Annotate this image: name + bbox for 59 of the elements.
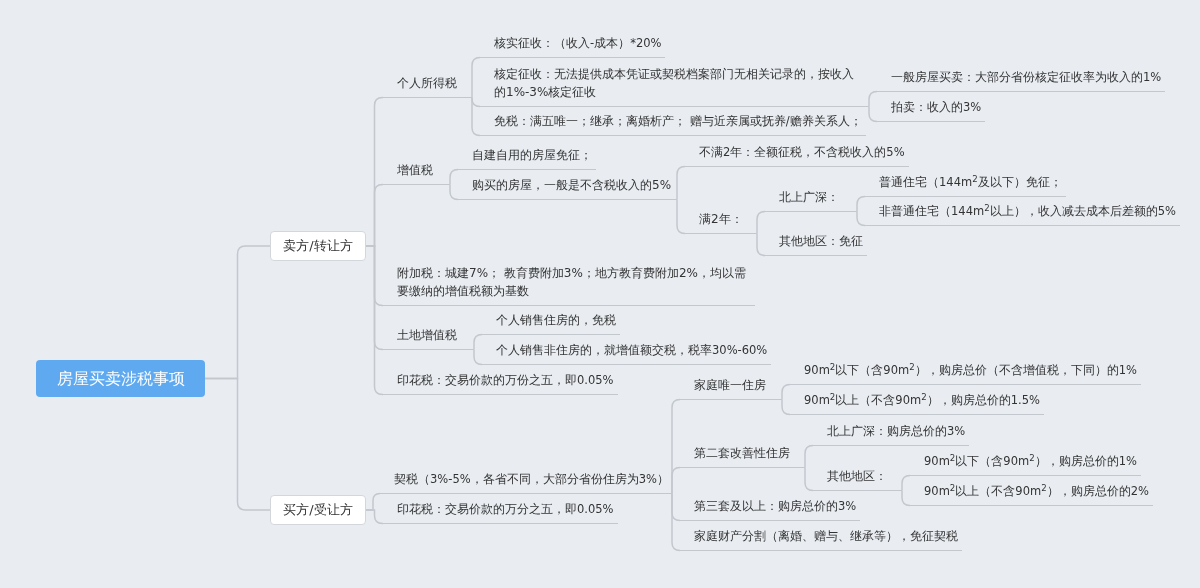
subtopic: 其他地区：免征 [765, 232, 867, 256]
subtopic: 北上广深： [765, 188, 857, 212]
subtopic: 个人所得税 [383, 74, 472, 98]
topic-box: 卖方/转让方 [270, 231, 366, 261]
connector-line [449, 168, 459, 186]
subtopic: 90m$^{2}$以上（不含90m$^{2}$），购房总价的1.5% [790, 391, 1044, 415]
subtopic: 附加税：城建7%； 教育费附加3%；地方教育费附加2%，均以需要缴纳的增值税额为基数 [383, 264, 755, 306]
connector-line [449, 183, 459, 201]
subtopic: 契税（3%-5%，各省不同，大部分省份住房为3%） [380, 470, 672, 494]
connector-line [868, 90, 878, 108]
connector-line [671, 466, 681, 495]
connector-line [868, 105, 878, 123]
subtopic: 90m$^{2}$以下（含90m$^{2}$），购房总价的1% [910, 452, 1141, 476]
connector-line [804, 444, 814, 469]
subtopic: 北上广深：购房总价的3% [813, 422, 970, 446]
subtopic: 印花税：交易价款的万份之五，即0.05% [383, 371, 618, 395]
root-topic: 房屋买卖涉税事项 [36, 360, 205, 397]
connector-line [856, 210, 866, 227]
connector-line [676, 165, 686, 201]
connector-line [473, 333, 483, 351]
connector-line [901, 474, 911, 492]
connector-line [676, 198, 686, 235]
topic-box: 买方/受让方 [270, 495, 366, 525]
subtopic: 购买的房屋，一般是不含税收入的5% [458, 176, 677, 200]
subtopic: 增值税 [383, 161, 450, 185]
connector-line [781, 398, 791, 416]
connector-line [471, 96, 481, 137]
subtopic: 土地增值税 [383, 326, 474, 350]
connector-line [365, 509, 384, 525]
connector-line [473, 348, 483, 366]
subtopic: 满2年： [685, 210, 757, 234]
subtopic: 个人销售住房的，免税 [482, 311, 620, 335]
subtopic: 第三套及以上：购房总价的3% [680, 497, 861, 521]
connector-line [671, 492, 681, 552]
subtopic: 拍卖：收入的3% [877, 98, 986, 122]
subtopic: 一般房屋买卖：大部分省份核定征收率为收入的1% [877, 68, 1166, 92]
connector-line [781, 383, 791, 401]
subtopic: 90m$^{2}$以上（不含90m$^{2}$），购房总价的2% [910, 482, 1153, 506]
subtopic: 印花税：交易价款的万分之五，即0.05% [383, 500, 618, 524]
subtopic: 家庭唯一住房 [680, 376, 782, 400]
connector-line [756, 210, 766, 235]
subtopic: 核实征收：（收入-成本）*20% [480, 34, 666, 58]
subtopic: 普通住宅（144m$^{2}$及以下）免征； [865, 173, 1066, 197]
subtopic: 其他地区： [813, 467, 902, 491]
subtopic: 免税：满五唯一；继承；离婚析产； 赠与近亲属或抚养/赡养关系人； [480, 112, 866, 136]
subtopic: 自建自用的房屋免征； [458, 146, 596, 170]
subtopic: 不满2年：全额征税，不含税收入的5% [685, 143, 909, 167]
subtopic: 核定征收：无法提供成本凭证或契税档案部门无相关记录的，按收入的1%-3%核定征收 [480, 65, 869, 107]
connector-line [471, 56, 481, 99]
connector-line [756, 232, 766, 257]
connector-line [901, 489, 911, 507]
connector-line [804, 466, 814, 492]
subtopic: 非普通住宅（144m$^{2}$以上），收入减去成本后差额的5% [865, 202, 1180, 226]
connector-line [856, 195, 866, 213]
subtopic: 第二套改善性住房 [680, 444, 805, 468]
connector-line [204, 377, 271, 511]
subtopic: 家庭财产分割（离婚、赠与、继承等），免征契税 [680, 527, 962, 551]
subtopic: 90m$^{2}$以下（含90m$^{2}$），购房总价（不含增值税，下同）的1% [790, 361, 1141, 385]
subtopic: 个人销售非住房的，就增值额交税，税率30%-60% [482, 341, 772, 365]
